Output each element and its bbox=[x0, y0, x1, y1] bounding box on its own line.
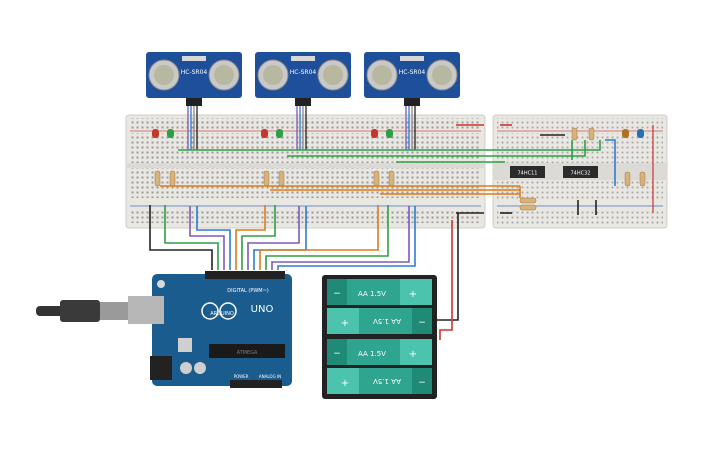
led-red-2 bbox=[261, 129, 268, 138]
led-blue-right bbox=[637, 129, 644, 138]
led-red-3 bbox=[371, 129, 378, 138]
led-green-1 bbox=[167, 129, 174, 138]
battery-cell-3-label: AA 1.5V bbox=[358, 350, 386, 358]
ultrasonic-sensor-3: HC-SR04 bbox=[364, 52, 460, 106]
battery-cell-4-minus: − bbox=[418, 378, 426, 388]
battery-cell-3-minus: − bbox=[333, 349, 341, 359]
ultrasonic-sensor-2: HC-SR04 bbox=[255, 52, 351, 106]
sensor-2-label: HC-SR04 bbox=[290, 69, 317, 76]
arduino-digital-label: DIGITAL (PWM~) bbox=[227, 288, 269, 294]
battery-cell-2-minus: − bbox=[418, 318, 426, 328]
battery-cell-4-label: AA 1.5V bbox=[373, 377, 401, 385]
sensor-3-label: HC-SR04 bbox=[399, 69, 426, 76]
battery-cell-1-minus: − bbox=[333, 289, 341, 299]
battery-cell-1-label: AA 1.5V bbox=[358, 290, 386, 298]
led-green-2 bbox=[276, 129, 283, 138]
led-red-1 bbox=[152, 129, 159, 138]
battery-cell-3-plus: + bbox=[409, 349, 417, 360]
battery-cell-3: − AA 1.5V + bbox=[327, 339, 432, 365]
arduino-uno: ATMEGA DIGITAL (PWM~) ARDUINO UNO POWER … bbox=[128, 271, 292, 388]
battery-cell-2-plus: + bbox=[341, 318, 349, 329]
arduino-chip-label: ATMEGA bbox=[237, 350, 258, 356]
arduino-model: UNO bbox=[251, 304, 274, 315]
arduino-analog-label: ANALOG IN bbox=[259, 374, 281, 379]
ic-1-label: 74HC11 bbox=[518, 171, 538, 177]
led-green-3 bbox=[386, 129, 393, 138]
battery-cell-2-label: AA 1.5V bbox=[373, 317, 401, 325]
arduino-brand: ARDUINO bbox=[210, 311, 234, 317]
battery-cell-4: + AA 1.5V − bbox=[327, 368, 432, 394]
arduino-wires bbox=[149, 205, 459, 340]
ic-74hc32: 74HC32 bbox=[563, 166, 598, 178]
battery-cell-1: − AA 1.5V + bbox=[327, 279, 432, 305]
sensor-leads bbox=[187, 106, 416, 150]
usb-cable bbox=[36, 300, 132, 322]
ic-74hc11: 74HC11 bbox=[510, 166, 545, 178]
arduino-power-label: POWER bbox=[234, 374, 249, 379]
battery-cell-1-plus: + bbox=[409, 289, 417, 300]
battery-cell-4-plus: + bbox=[341, 378, 349, 389]
ultrasonic-sensor-1: HC-SR04 bbox=[146, 52, 242, 106]
sensor-1-label: HC-SR04 bbox=[181, 69, 208, 76]
battery-pack: − AA 1.5V + + AA 1.5V − − AA 1.5V + + AA… bbox=[322, 275, 437, 399]
breadboard-wires bbox=[160, 124, 654, 215]
resistors bbox=[154, 127, 646, 211]
ic-2-label: 74HC32 bbox=[571, 171, 591, 177]
led-orange-right bbox=[622, 129, 629, 138]
battery-cell-2: + AA 1.5V − bbox=[327, 308, 432, 334]
